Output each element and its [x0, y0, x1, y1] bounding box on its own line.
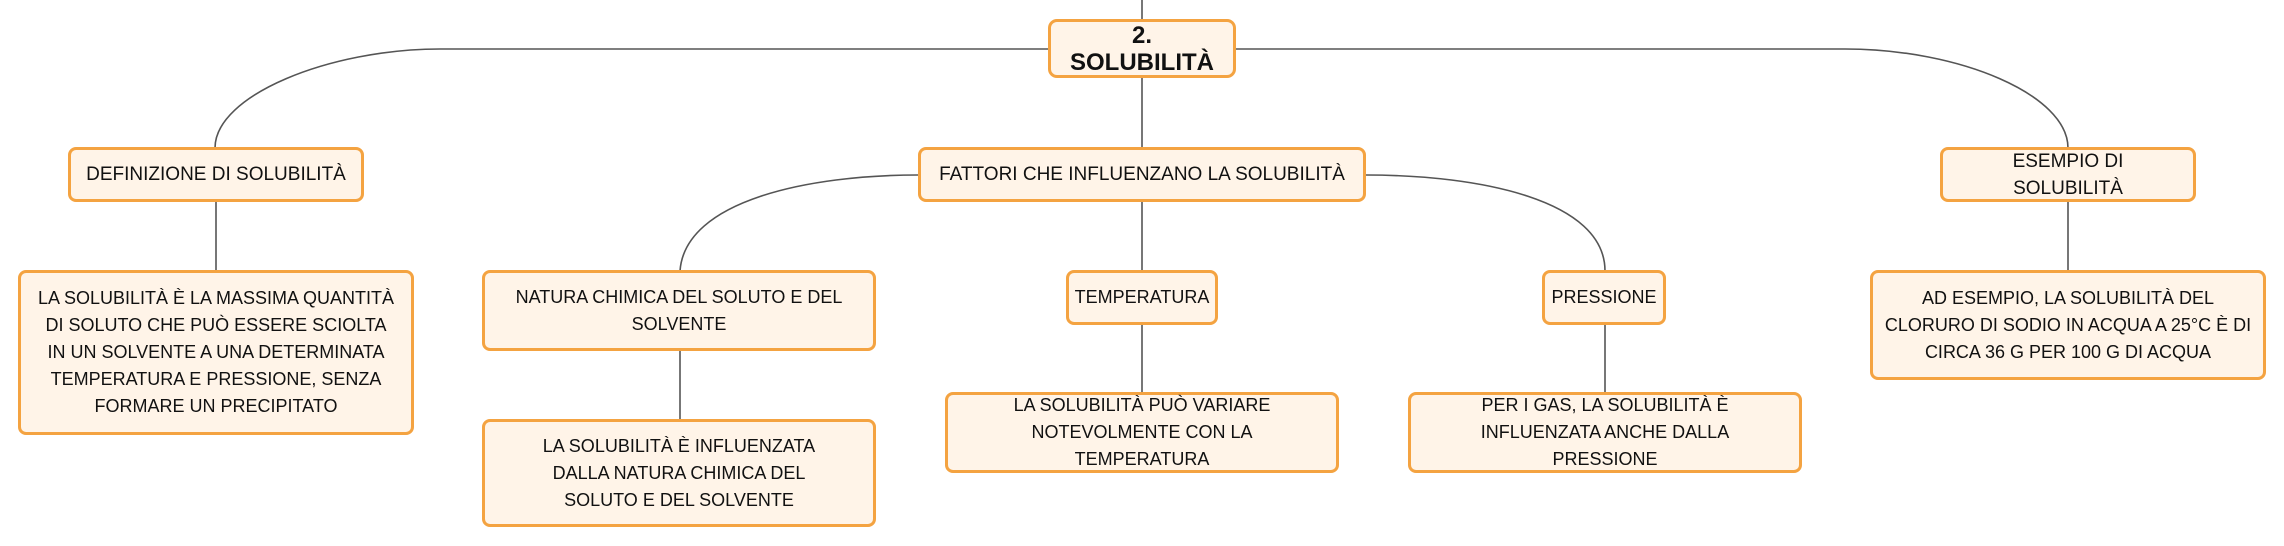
fattori-label: FATTORI CHE INFLUENZANO LA SOLUBILITÀ: [939, 164, 1345, 185]
temperatura-label: TEMPERATURA: [1074, 287, 1210, 307]
esempio-detail-node[interactable]: AD ESEMPIO, LA SOLUBILITÀ DEL CLORURO DI…: [1870, 270, 2266, 380]
esempio-label: ESEMPIO DI SOLUBILITÀ: [2012, 150, 2124, 199]
root-label: 2. SOLUBILITÀ: [1070, 21, 1214, 76]
definizione-label: DEFINIZIONE DI SOLUBILITÀ: [86, 164, 346, 185]
pressione-node[interactable]: PRESSIONE: [1542, 270, 1666, 325]
esempio-detail-text: AD ESEMPIO, LA SOLUBILITÀ DEL CLORURO DI…: [1884, 287, 2252, 362]
definizione-detail-node[interactable]: LA SOLUBILITÀ È LA MASSIMA QUANTITÀ DI S…: [18, 270, 414, 435]
connector-root-definizione: [214, 48, 1050, 149]
temperatura-detail-node[interactable]: LA SOLUBILITÀ PUÒ VARIARE NOTEVOLMENTE C…: [945, 392, 1339, 473]
esempio-node[interactable]: ESEMPIO DI SOLUBILITÀ: [1940, 147, 2196, 202]
natura-label: NATURA CHIMICA DEL SOLUTO E DEL SOLVENTE: [515, 286, 843, 334]
definizione-detail-text: LA SOLUBILITÀ È LA MASSIMA QUANTITÀ DI S…: [37, 288, 395, 416]
natura-node[interactable]: NATURA CHIMICA DEL SOLUTO E DEL SOLVENTE: [482, 270, 876, 351]
root-node[interactable]: 2. SOLUBILITÀ: [1048, 19, 1236, 78]
pressione-detail-text: PER I GAS, LA SOLUBILITÀ È INFLUENZATA A…: [1480, 395, 1730, 469]
pressione-label: PRESSIONE: [1551, 287, 1657, 307]
natura-detail-node[interactable]: LA SOLUBILITÀ È INFLUENZATA DALLA NATURA…: [482, 419, 876, 527]
connector-fattori-pressione: [1365, 174, 1606, 272]
fattori-node[interactable]: FATTORI CHE INFLUENZANO LA SOLUBILITÀ: [918, 147, 1366, 202]
connector-root-esempio: [1236, 48, 2069, 149]
connector-fattori-natura: [679, 174, 919, 272]
natura-detail-text: LA SOLUBILITÀ È INFLUENZATA DALLA NATURA…: [542, 435, 816, 510]
pressione-detail-node[interactable]: PER I GAS, LA SOLUBILITÀ È INFLUENZATA A…: [1408, 392, 1802, 473]
temperatura-node[interactable]: TEMPERATURA: [1066, 270, 1218, 325]
definizione-node[interactable]: DEFINIZIONE DI SOLUBILITÀ: [68, 147, 364, 202]
temperatura-detail-text: LA SOLUBILITÀ PUÒ VARIARE NOTEVOLMENTE C…: [1013, 395, 1271, 469]
